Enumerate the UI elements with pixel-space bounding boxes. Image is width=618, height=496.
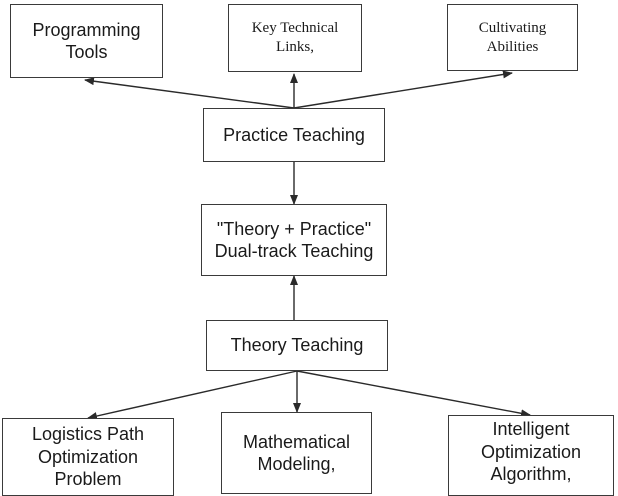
node-programming-tools-label: Programming Tools — [32, 19, 141, 63]
node-cultivating-abilities-label: Cultivating Abilities — [478, 19, 547, 55]
node-dual-track-teaching: "Theory + Practice" Dual-track Teaching — [201, 204, 387, 276]
node-key-technical-links-label: Key Technical Links, — [251, 20, 339, 55]
node-practice-teaching-label: Practice Teaching — [223, 124, 365, 145]
node-theory-teaching: Theory Teaching — [206, 320, 388, 371]
node-key-technical-links: Key Technical Links, — [228, 4, 362, 72]
node-cultivating-abilities: Cultivating Abilities — [447, 4, 578, 71]
node-theory-teaching-label: Theory Teaching — [230, 335, 364, 356]
edge-practice-to-cultivating-abilities — [293, 70, 513, 109]
node-programming-tools: Programming Tools — [10, 4, 163, 78]
edge-practice-to-programming-tools — [84, 77, 295, 109]
node-intelligent-optimization: Intelligent Optimization Algorithm, — [448, 415, 614, 496]
node-dual-track-teaching-label: "Theory + Practice" Dual-track Teaching — [214, 218, 374, 262]
node-mathematical-modeling-label: Mathematical Modeling, — [242, 431, 351, 475]
edge-theory-to-intelligent — [296, 370, 531, 418]
node-logistics-path-optimization-label: Logistics Path Optimization Problem — [31, 424, 145, 489]
node-mathematical-modeling: Mathematical Modeling, — [221, 412, 372, 494]
node-logistics-path-optimization: Logistics Path Optimization Problem — [2, 418, 174, 496]
node-intelligent-optimization-label: Intelligent Optimization Algorithm, — [480, 419, 582, 484]
node-practice-teaching: Practice Teaching — [203, 108, 385, 162]
edge-theory-to-logistics — [87, 370, 298, 420]
